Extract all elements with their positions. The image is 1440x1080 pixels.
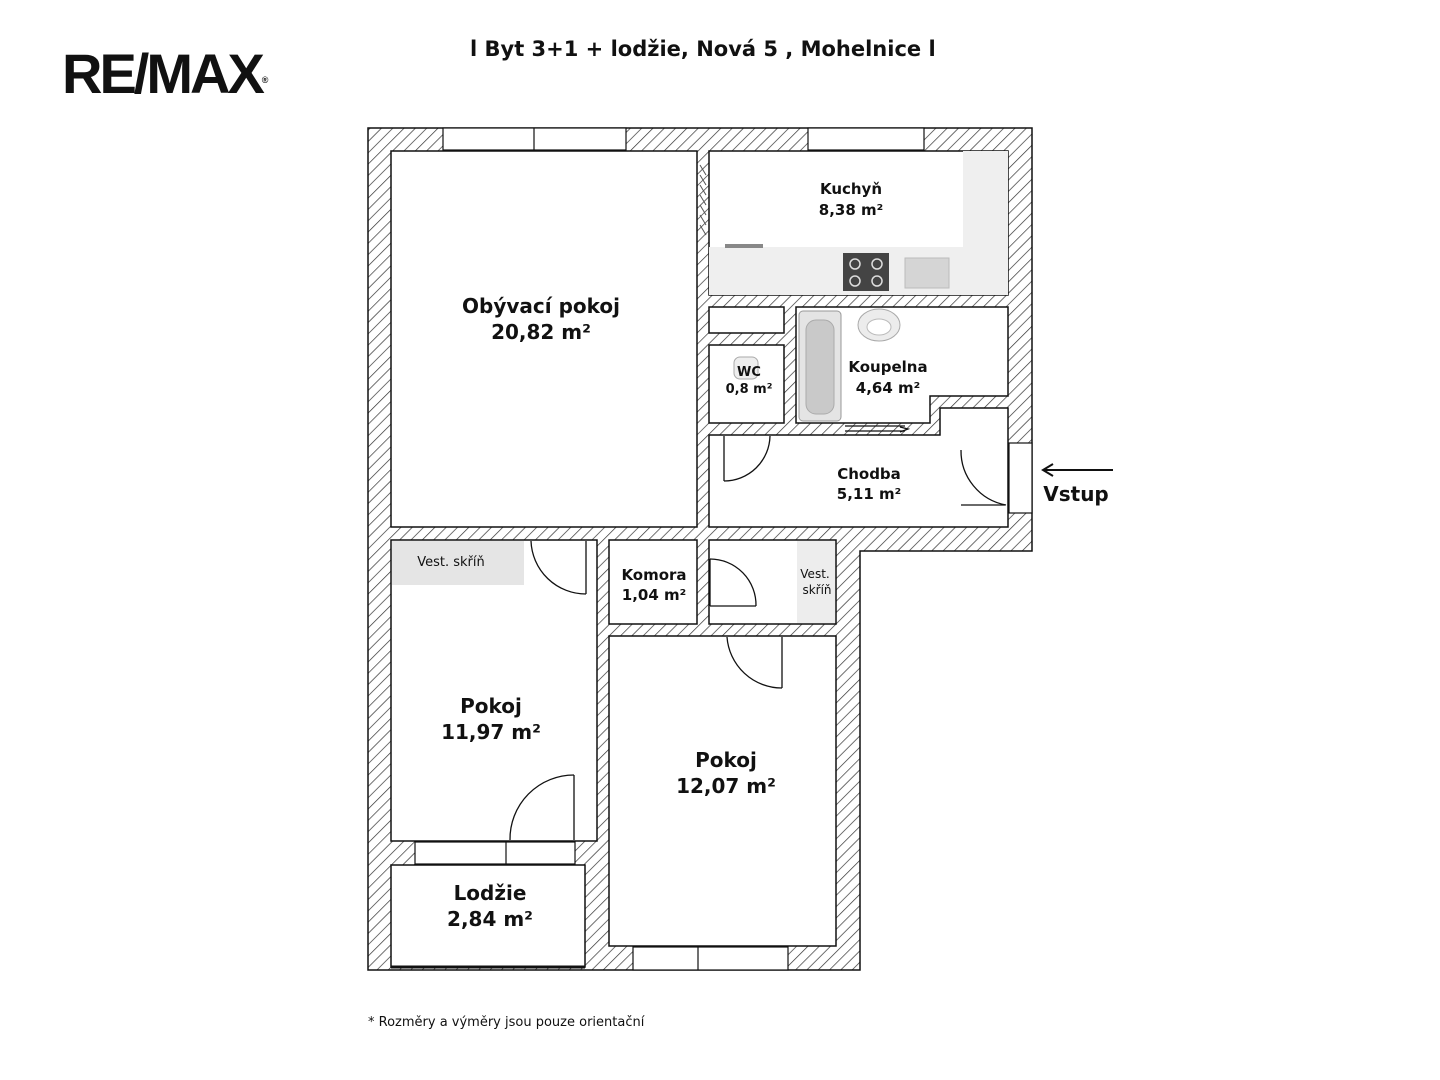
label-wc-area: 0,8 m²: [726, 382, 773, 397]
label-lodzie-name: Lodžie: [454, 881, 527, 905]
label-chodba-name: Chodba: [837, 465, 901, 483]
label-pokoj2-area: 12,07 m²: [676, 774, 776, 798]
doors: [509, 435, 1007, 841]
label-pokoj1-name: Pokoj: [460, 694, 522, 718]
label-kuchyn-area: 8,38 m²: [819, 201, 883, 219]
remax-logo: RE/MAX®: [62, 42, 269, 105]
room-obyvaci-pokoj: [390, 150, 698, 528]
closet-hall: [797, 541, 835, 623]
room-komora: [608, 539, 698, 625]
label-koupelna-area: 4,64 m²: [856, 379, 920, 397]
label-obyvaci-name: Obývací pokoj: [462, 294, 620, 318]
room-chodba: [708, 407, 1009, 528]
bathroom-sliding-door: [845, 425, 911, 433]
label-komora-area: 1,04 m²: [622, 586, 686, 604]
kitchen-radiator: [699, 164, 707, 236]
page-title: l Byt 3+1 + lodžie, Nová 5 , Mohelnice l: [470, 37, 936, 61]
room-storage-small: [708, 306, 785, 334]
label-closet-hall-2: skříň: [802, 583, 831, 597]
toilet: [733, 356, 759, 380]
label-obyvaci-area: 20,82 m²: [491, 320, 591, 344]
label-komora-name: Komora: [621, 566, 686, 584]
footnote: * Rozměry a výměry jsou pouze orientační: [368, 1015, 645, 1030]
label-closet-pokoj: Vest. skříň: [417, 555, 485, 570]
kitchen-counter: [709, 151, 1008, 295]
label-vstup: Vstup: [1043, 482, 1109, 506]
label-chodba-area: 5,11 m²: [837, 485, 901, 503]
closet-pokoj: [392, 541, 524, 585]
label-kuchyn-name: Kuchyň: [820, 180, 882, 198]
windows: [414, 127, 1033, 971]
room-koupelna: [795, 306, 1009, 424]
room-pokoj-right: [608, 635, 837, 947]
label-pokoj2-name: Pokoj: [695, 748, 757, 772]
room-lodzie: [390, 864, 586, 968]
entrance-arrow: [1041, 463, 1113, 477]
room-pokoj-left: [390, 539, 598, 842]
label-pokoj1-area: 11,97 m²: [441, 720, 541, 744]
label-lodzie-area: 2,84 m²: [447, 907, 533, 931]
label-closet-hall-1: Vest.: [800, 567, 829, 581]
label-koupelna-name: Koupelna: [848, 358, 927, 376]
label-wc-name: WC: [737, 365, 761, 380]
